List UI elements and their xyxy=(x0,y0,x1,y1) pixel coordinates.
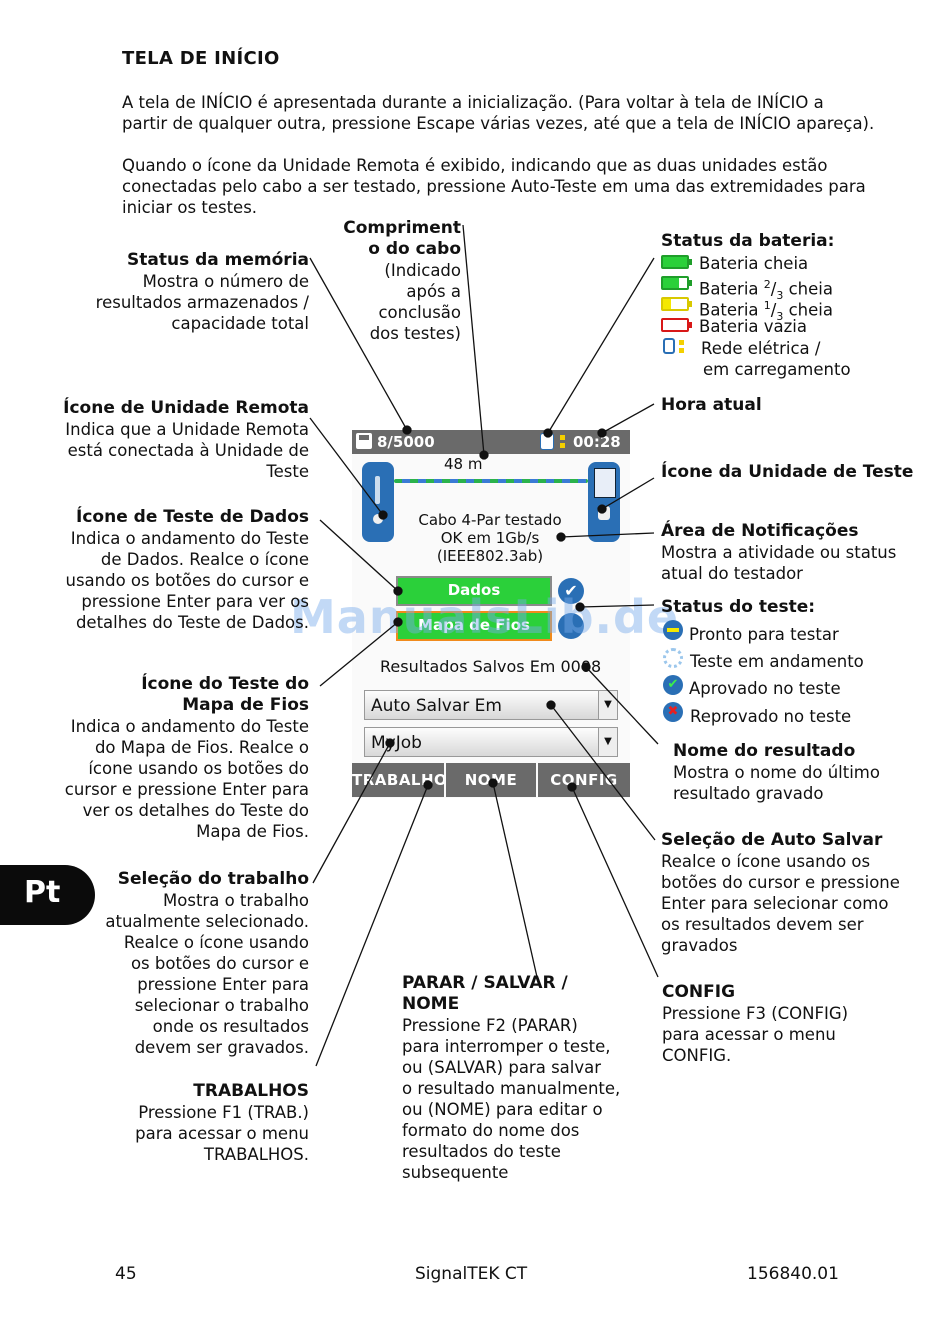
leader-dot xyxy=(386,739,394,747)
leader-dot xyxy=(544,429,552,437)
product-name: SignalTEK CT xyxy=(415,1264,527,1284)
leader-line xyxy=(572,787,658,977)
leader-dot xyxy=(394,618,402,626)
leader-line xyxy=(463,225,484,455)
document-code: 156840.01 xyxy=(747,1264,839,1284)
leader-dot xyxy=(598,505,606,513)
leader-line xyxy=(313,743,390,883)
page-number: 45 xyxy=(115,1264,137,1284)
leader-line xyxy=(310,258,407,430)
leader-dot xyxy=(403,426,411,434)
leader-dot xyxy=(394,587,402,595)
leader-dot xyxy=(547,701,555,709)
leader-line xyxy=(551,705,655,840)
leader-dot xyxy=(489,779,497,787)
leader-line xyxy=(320,622,398,686)
leader-dot xyxy=(582,663,590,671)
leader-dot xyxy=(379,511,387,519)
leader-line xyxy=(493,783,537,977)
leader-dot xyxy=(576,603,584,611)
leader-dot xyxy=(598,429,606,437)
leader-dot xyxy=(568,783,576,791)
language-tab-label: Pt xyxy=(24,875,60,910)
leader-line xyxy=(602,478,654,509)
leader-line xyxy=(586,667,658,744)
leader-dot xyxy=(424,781,432,789)
leader-dot xyxy=(557,533,565,541)
leader-line xyxy=(310,418,383,515)
leader-line xyxy=(548,258,654,433)
leader-line xyxy=(316,785,428,1066)
leader-dot xyxy=(480,451,488,459)
leader-line xyxy=(561,533,654,537)
leader-line xyxy=(580,605,654,607)
leader-line xyxy=(320,520,398,591)
leader-line xyxy=(602,404,654,433)
